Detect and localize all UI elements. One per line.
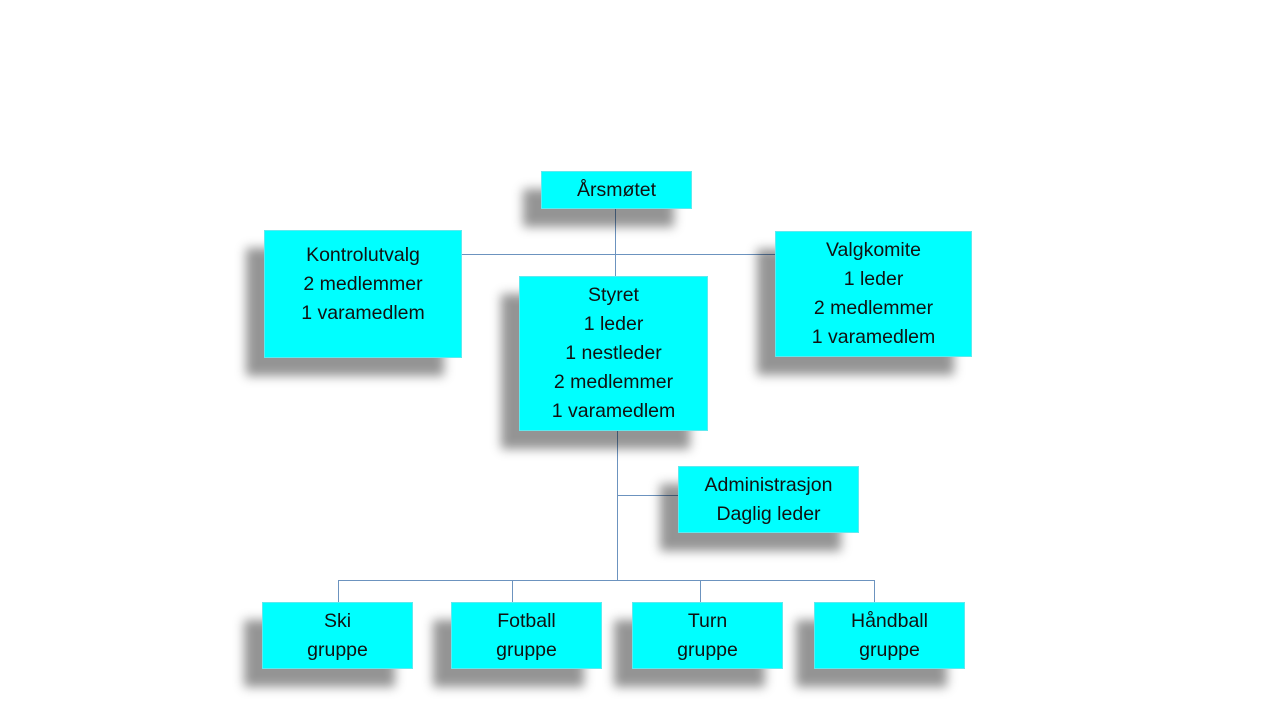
node-line: 1 leder — [843, 268, 904, 290]
connector-handball — [874, 580, 875, 602]
node-line: 1 leder — [583, 313, 644, 335]
node-line: gruppe — [496, 638, 557, 661]
node-line: 1 varamedlem — [811, 326, 936, 348]
connector-administrasjon — [617, 495, 678, 496]
node-line: Valgkomite — [825, 239, 921, 261]
node-administrasjon: Administrasjon Daglig leder — [678, 466, 859, 533]
node-kontrolutvalg: Kontrolutvalg 2 medlemmer 1 varamedlem — [264, 230, 462, 358]
node-line: 1 nestleder — [565, 342, 662, 364]
node-line: 2 medlemmer — [813, 297, 934, 319]
connector-committees-horizontal — [462, 254, 775, 255]
node-fotball-gruppe: Fotball gruppe — [451, 602, 602, 669]
connector-arsmotet-styret — [615, 209, 616, 276]
node-line: 2 medlemmer — [303, 273, 423, 295]
connector-styret-down — [617, 431, 618, 581]
node-line: Turn — [687, 609, 728, 632]
node-line: gruppe — [677, 638, 738, 661]
node-line: Daglig leder — [716, 502, 821, 525]
node-line: gruppe — [859, 638, 920, 661]
node-line: 2 medlemmer — [553, 371, 674, 393]
connector-turn — [700, 580, 701, 602]
node-handball-gruppe: Håndball gruppe — [814, 602, 965, 669]
node-line: 1 varamedlem — [301, 302, 425, 324]
node-valgkomite: Valgkomite 1 leder 2 medlemmer 1 varamed… — [775, 231, 972, 357]
node-styret: Styret 1 leder 1 nestleder 2 medlemmer 1… — [519, 276, 708, 431]
node-line: Ski — [323, 609, 352, 632]
node-arsmotet: Årsmøtet — [541, 171, 692, 209]
connector-groups-horizontal — [338, 580, 875, 581]
node-line: gruppe — [307, 638, 368, 661]
node-ski-gruppe: Ski gruppe — [262, 602, 413, 669]
connector-ski — [338, 580, 339, 602]
node-line: Styret — [588, 284, 639, 306]
connector-fotball — [512, 580, 513, 602]
node-line: Administrasjon — [704, 473, 833, 496]
node-turn-gruppe: Turn gruppe — [632, 602, 783, 669]
node-line: Kontrolutvalg — [306, 244, 420, 266]
node-line: Fotball — [497, 609, 556, 632]
node-line: 1 varamedlem — [551, 400, 676, 422]
node-line: Årsmøtet — [576, 178, 657, 201]
node-line: Håndball — [851, 609, 928, 632]
